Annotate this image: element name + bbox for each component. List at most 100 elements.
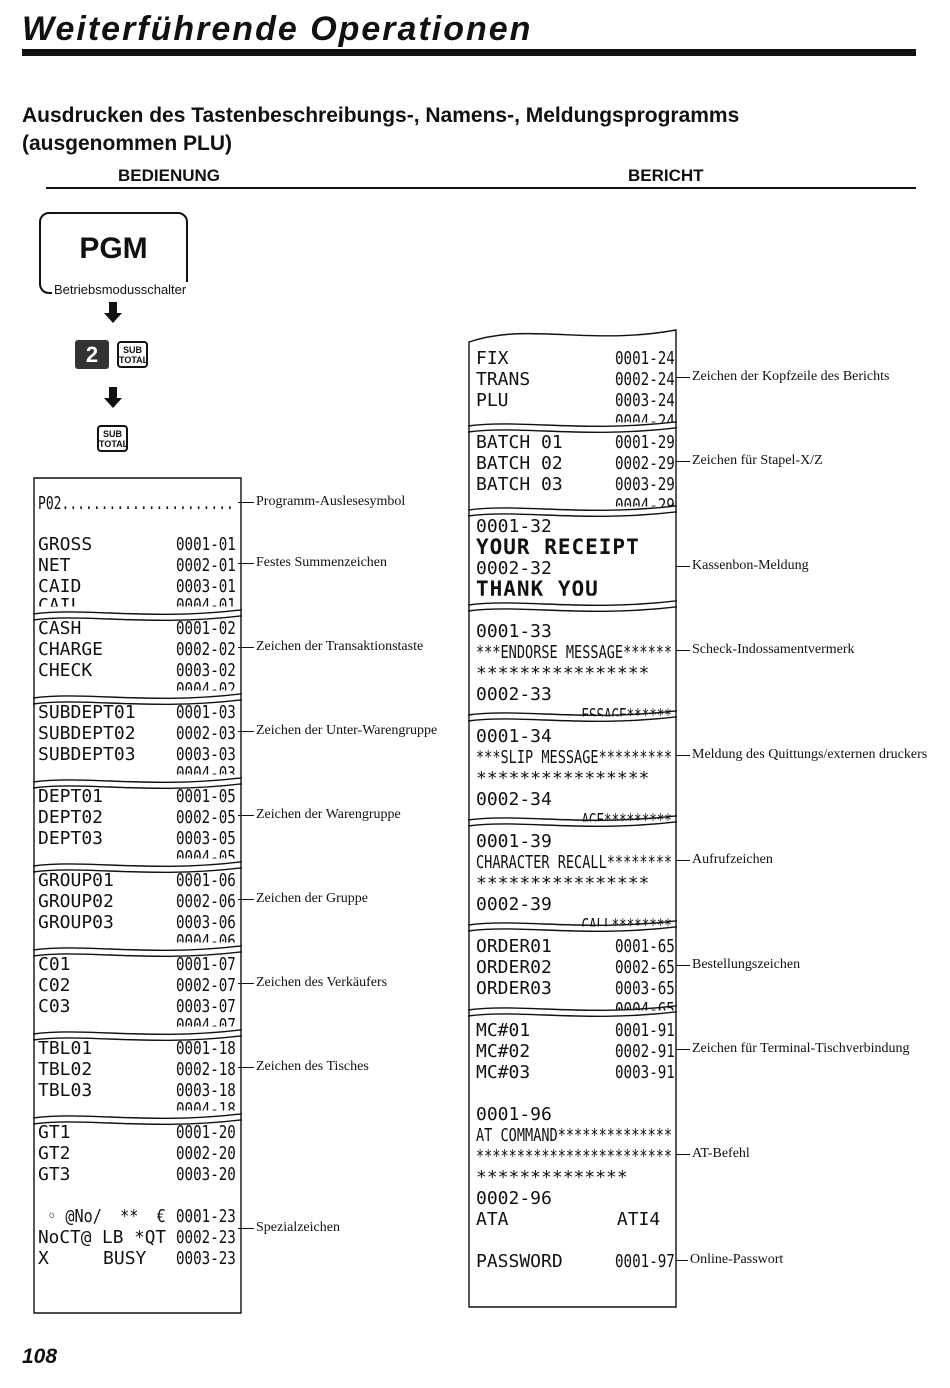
receipt-label: FIX [476,348,509,369]
receipt-tear-edge [468,606,677,613]
receipt-code: 0003-02 [176,660,236,681]
receipt-big-line: YOUR RECEIPT [476,535,640,559]
receipt-code: 0003-05 [176,828,236,849]
receipt-label: C03 [38,996,71,1017]
receipt-line: ESSAGE****** [476,705,672,726]
receipt-code: 0001-02 [176,618,236,639]
receipt-label: CASH [38,618,82,639]
receipt-label: PLU [476,390,509,411]
callout-character-recall: Aufrufzeichen [692,852,773,867]
callout-leader [676,566,690,567]
section-title-line1: Ausdrucken des Tastenbeschreibungs-, Nam… [22,104,740,127]
receipt-line: P02...................... [38,493,234,514]
subtotal-key-line1: SUB [102,429,122,439]
column-header-bericht: BERICHT [628,166,704,185]
receipt-code: 0004-65 [615,999,675,1020]
receipt-label: ORDER02 [476,957,552,978]
receipt-label: BATCH 01 [476,432,563,453]
callout-leader [676,860,690,861]
receipt-code: 0002-02 [176,639,236,660]
callout-leader [238,983,254,984]
receipt-line: ATA ATI4 [476,1209,661,1230]
receipt-line: ***ENDORSE MESSAGE****** [476,642,673,663]
receipt-label: CAIL [38,595,82,616]
receipt-label: GROUP03 [38,912,114,933]
callout-leader [676,461,690,462]
callout-slip-message: Meldung des Quittungs/externen druckers [692,747,928,762]
receipt-label: NoCT@ LB *QT [38,1227,167,1248]
receipt-label: GROUP02 [38,891,114,912]
receipt-line: ************************ [476,1146,673,1167]
right-receipt-outline [468,329,677,1308]
page-number: 108 [22,1345,58,1368]
receipt-code: 0004-29 [615,495,675,516]
receipt-tear-edge [468,1011,677,1018]
receipt-tear-edge [468,920,677,927]
receipt-label: BATCH 03 [476,474,563,495]
callout-leader [238,647,254,648]
receipt-label: PASSWORD [476,1251,563,1272]
receipt-tear-edge [468,926,677,933]
callout-group-2: Zeichen der Transaktionstaste [256,639,424,654]
receipt-code: 0001-91 [615,1020,675,1041]
receipt-line: 0001-39 [476,831,552,852]
subtotal-key: SUB TOTAL [117,341,148,368]
receipt-code: 0003-24 [615,390,675,411]
receipt-code: 0004-18 [176,1099,236,1120]
callout-leader [238,899,254,900]
callout-group-6: Zeichen des Verkäufers [256,975,388,990]
receipt-tear-edge [33,693,242,700]
callout-receipt-message: Kassenbon-Meldung [692,558,809,573]
receipt-code: 0002-18 [176,1059,236,1080]
callout-at-command: AT-Befehl [692,1146,750,1161]
receipt-line: 0001-96 [476,1104,552,1125]
subtotal-key-line1: SUB [122,345,142,355]
page-title: Weiterführende Operationen [22,10,533,48]
callout-leader [238,815,254,816]
receipt-tear-edge [468,600,677,607]
receipt-code: 0004-02 [176,679,236,700]
callout-report-header: Zeichen der Kopfzeile des Berichts [692,369,890,384]
receipt-line: 0002-33 [476,684,552,705]
receipt-label: TBL02 [38,1059,93,1080]
receipt-tear-edge [33,945,242,952]
receipt-code: 0001-65 [615,936,675,957]
receipt-label: X BUSY [38,1248,147,1269]
receipt-code: 0001-97 [615,1251,675,1272]
receipt-line: **************** [476,768,650,789]
receipt-label: ◦ @No/ ** € [38,1206,166,1227]
callout-leader [676,1154,690,1155]
receipt-code: 0003-20 [176,1164,236,1185]
receipt-code: 0003-29 [615,474,675,495]
receipt-tear-edge [33,699,242,706]
section-title-line2: (ausgenommen PLU) [22,132,233,155]
receipt-code: 0001-20 [176,1122,236,1143]
callout-program-read-symbol: Programm-Auslesesymbol [256,494,406,509]
receipt-tear-edge [33,783,242,790]
callout-order: Bestellungszeichen [692,957,801,972]
receipt-line: AGE********* [476,810,672,831]
subtotal-key-line2: TOTAL [119,355,149,365]
receipt-tear-edge [468,1005,677,1012]
key-2: 2 [75,340,109,369]
callout-batch: Zeichen für Stapel-X/Z [692,453,823,468]
receipt-tear-edge [468,511,677,518]
receipt-tear-edge [33,1113,242,1120]
title-rule [22,49,916,56]
receipt-line: 0002-34 [476,789,552,810]
receipt-tear-edge [33,1035,242,1042]
callout-leader [676,650,690,651]
receipt-code: 0001-29 [615,432,675,453]
receipt-label: SUBDEPT01 [38,702,136,723]
receipt-code: 0003-23 [176,1248,236,1269]
receipt-code: 0004-03 [176,763,236,784]
receipt-tear-edge [468,421,677,428]
receipt-label: CHECK [38,660,93,681]
receipt-border [33,477,242,1314]
receipt-label: GROUP01 [38,870,114,891]
receipt-tear-edge [33,615,242,622]
receipt-label: CHARGE [38,639,104,660]
callout-leader [238,1228,254,1229]
receipt-code: 0004-05 [176,847,236,868]
